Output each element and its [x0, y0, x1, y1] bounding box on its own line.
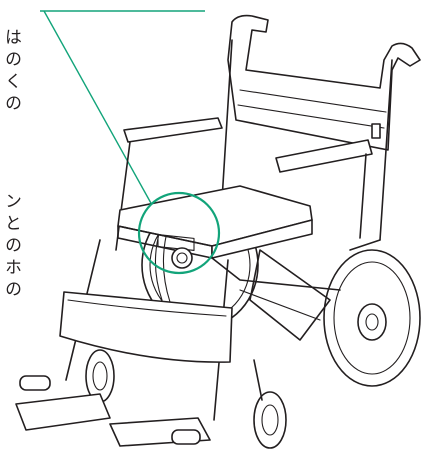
side-text-lower: ンとのホの — [1, 192, 21, 302]
side-text-upper: はのくの — [1, 28, 21, 116]
armrest-right-icon — [275, 123, 381, 239]
leg-strap-icon — [59, 291, 233, 363]
callout-leader-line — [40, 10, 205, 206]
callout-circle — [137, 191, 221, 275]
footrest-right-icon — [109, 417, 211, 447]
footrest-left-icon — [15, 375, 111, 431]
frame-icon — [221, 39, 393, 251]
rear-wheel-right-icon — [323, 249, 421, 387]
front-caster-right-icon — [253, 359, 287, 449]
front-caster-left-icon — [85, 349, 115, 403]
backrest-icon — [227, 14, 421, 151]
